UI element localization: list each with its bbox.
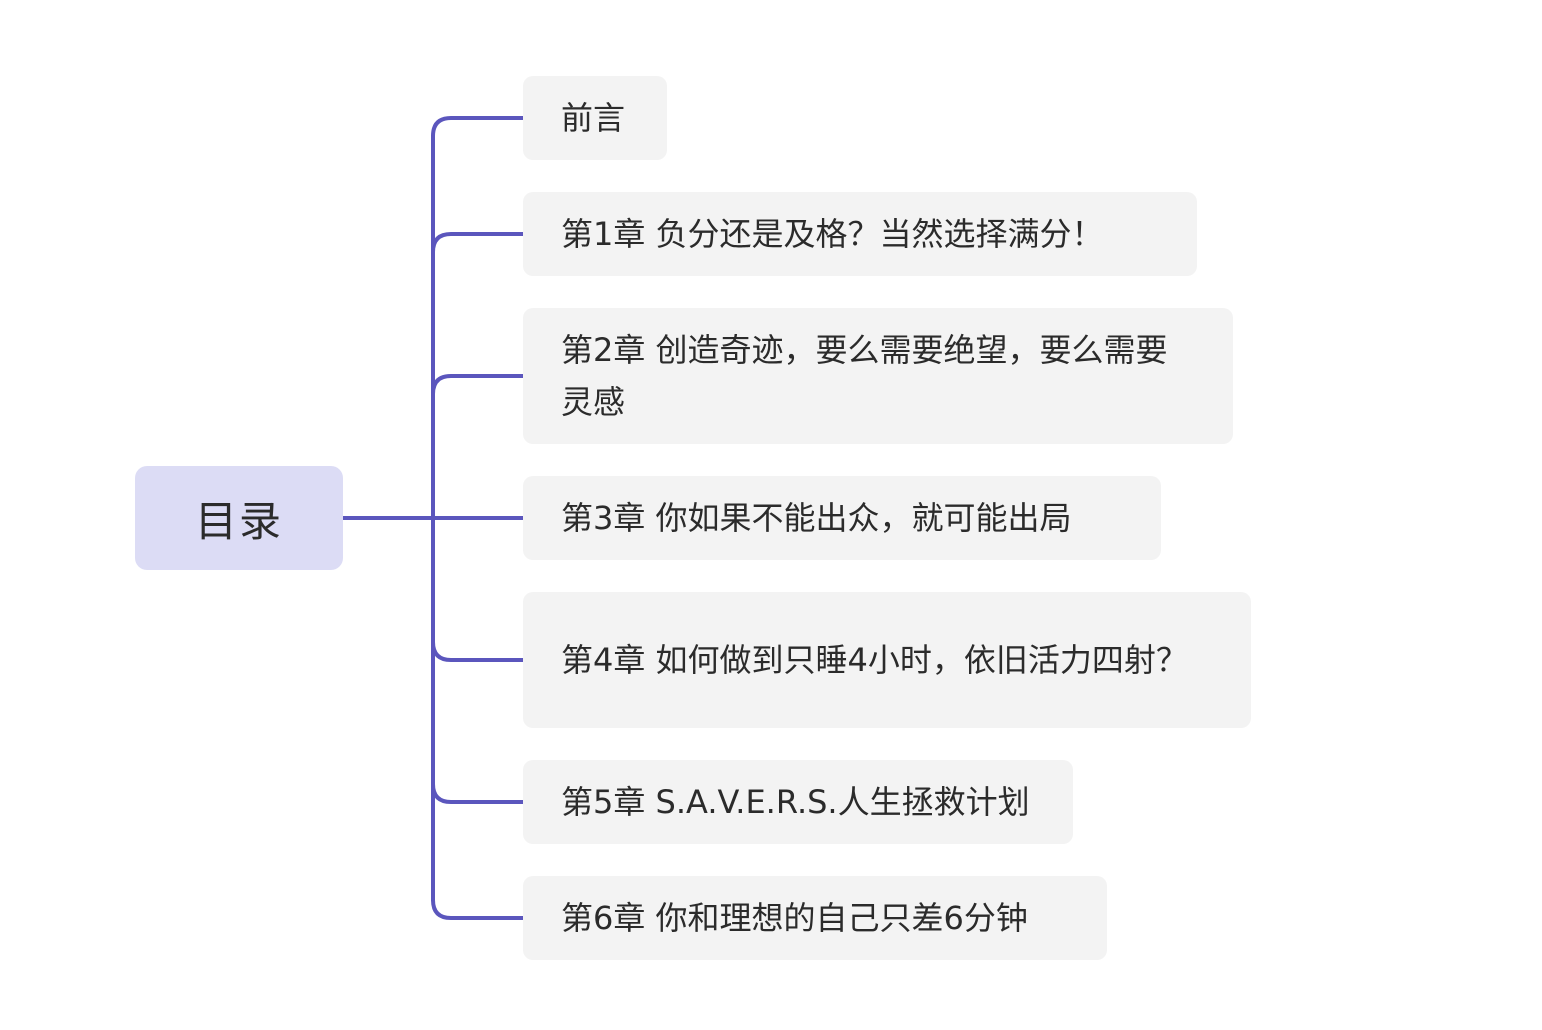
node-label: 前言	[561, 99, 626, 137]
node-label: 第4章 如何做到只睡4小时，依旧活力四射？	[561, 641, 1188, 679]
connector-branch-1	[431, 232, 525, 254]
root-node-label: 目录	[194, 496, 283, 546]
node-label: 第6章 你和理想的自己只差6分钟	[561, 899, 1028, 937]
node-chapter-6[interactable]: 第6章 你和理想的自己只差6分钟	[523, 876, 1107, 960]
node-chapter-1[interactable]: 第1章 负分还是及格？当然选择满分！	[523, 192, 1197, 276]
node-chapter-2[interactable]: 第2章 创造奇迹，要么需要绝望，要么需要灵感	[523, 308, 1233, 444]
node-label: 第1章 负分还是及格？当然选择满分！	[561, 215, 1104, 253]
node-preface[interactable]: 前言	[523, 76, 667, 160]
connector-branch-5	[431, 782, 525, 804]
connector-branch-4	[431, 640, 525, 662]
connector-branch-6	[431, 898, 525, 920]
node-chapter-5[interactable]: 第5章 S.A.V.E.R.S.人生拯救计划	[523, 760, 1073, 844]
root-node-toc[interactable]: 目录	[135, 466, 343, 570]
node-label: 第3章 你如果不能出众，就可能出局	[561, 499, 1072, 537]
node-chapter-4[interactable]: 第4章 如何做到只睡4小时，依旧活力四射？	[523, 592, 1251, 728]
connector-branch-2	[431, 374, 525, 396]
node-label: 第2章 创造奇迹，要么需要绝望，要么需要灵感	[561, 331, 1168, 421]
connector-branch-0	[431, 116, 525, 138]
node-label: 第5章 S.A.V.E.R.S.人生拯救计划	[561, 783, 1030, 821]
node-chapter-3[interactable]: 第3章 你如果不能出众，就可能出局	[523, 476, 1161, 560]
